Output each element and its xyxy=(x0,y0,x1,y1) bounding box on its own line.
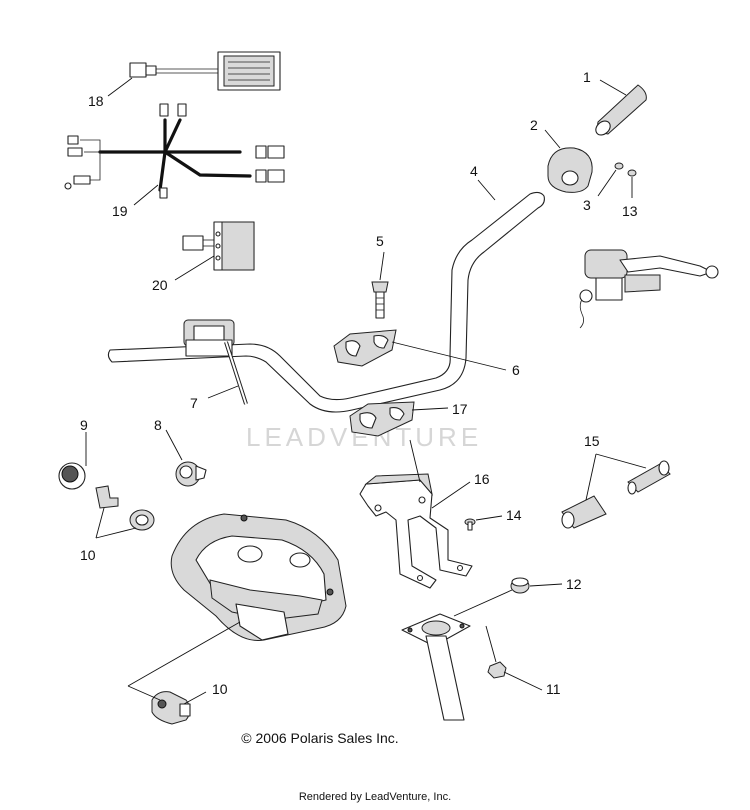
callout-16: 16 xyxy=(474,471,490,487)
callout-10-upper: 10 xyxy=(80,547,96,563)
callout-6: 6 xyxy=(512,362,520,378)
callout-5: 5 xyxy=(376,233,384,249)
part-2-throttle-housing xyxy=(547,147,593,193)
callout-20: 20 xyxy=(152,277,168,293)
callout-12: 12 xyxy=(566,576,582,592)
part-12-bushing xyxy=(510,577,530,594)
part-15-bulbs xyxy=(561,460,671,529)
part-17-lower-clamp xyxy=(349,401,415,437)
callout-17: 17 xyxy=(452,401,468,417)
handlebar-switch xyxy=(183,319,235,357)
headlight-pod-housing xyxy=(170,513,347,641)
callout-4: 4 xyxy=(470,163,478,179)
callout-13: 13 xyxy=(622,203,638,219)
part-13-nut xyxy=(627,169,637,177)
callout-8: 8 xyxy=(154,417,162,433)
part-10-switch xyxy=(151,691,191,725)
callout-2: 2 xyxy=(530,117,538,133)
part-6-upper-clamp xyxy=(333,329,397,367)
callout-19: 19 xyxy=(112,203,128,219)
part-8-grommet xyxy=(175,461,207,487)
part-10-bracket-ring xyxy=(95,485,155,531)
part-7-cable xyxy=(224,341,248,405)
callout-15: 15 xyxy=(584,433,600,449)
callout-14: 14 xyxy=(506,507,522,523)
copyright-notice: © 2006 Polaris Sales Inc. xyxy=(241,730,399,746)
part-19-wiring-harness xyxy=(64,103,285,199)
rendered-by-footer: Rendered by LeadVenture, Inc. xyxy=(298,791,452,803)
callout-10-lower: 10 xyxy=(212,681,228,697)
part-3-screw xyxy=(614,162,624,170)
callout-1: 1 xyxy=(583,69,591,85)
brake-master-cylinder xyxy=(579,249,719,329)
part-9-cap xyxy=(58,462,86,490)
callout-3: 3 xyxy=(583,197,591,213)
part-1-grip xyxy=(595,84,647,136)
part-16-bracket xyxy=(359,473,473,589)
part-11-nut xyxy=(487,661,507,679)
part-4-handlebar xyxy=(107,191,545,413)
steering-stem-plate xyxy=(401,613,471,721)
callout-9: 9 xyxy=(80,417,88,433)
callout-11: 11 xyxy=(546,681,561,697)
callout-7: 7 xyxy=(190,395,198,411)
callout-18: 18 xyxy=(88,93,104,109)
part-14-screw xyxy=(464,518,476,531)
part-20-module xyxy=(182,221,255,271)
part-5-bolt xyxy=(371,281,389,319)
part-18-connector-module xyxy=(129,51,281,91)
